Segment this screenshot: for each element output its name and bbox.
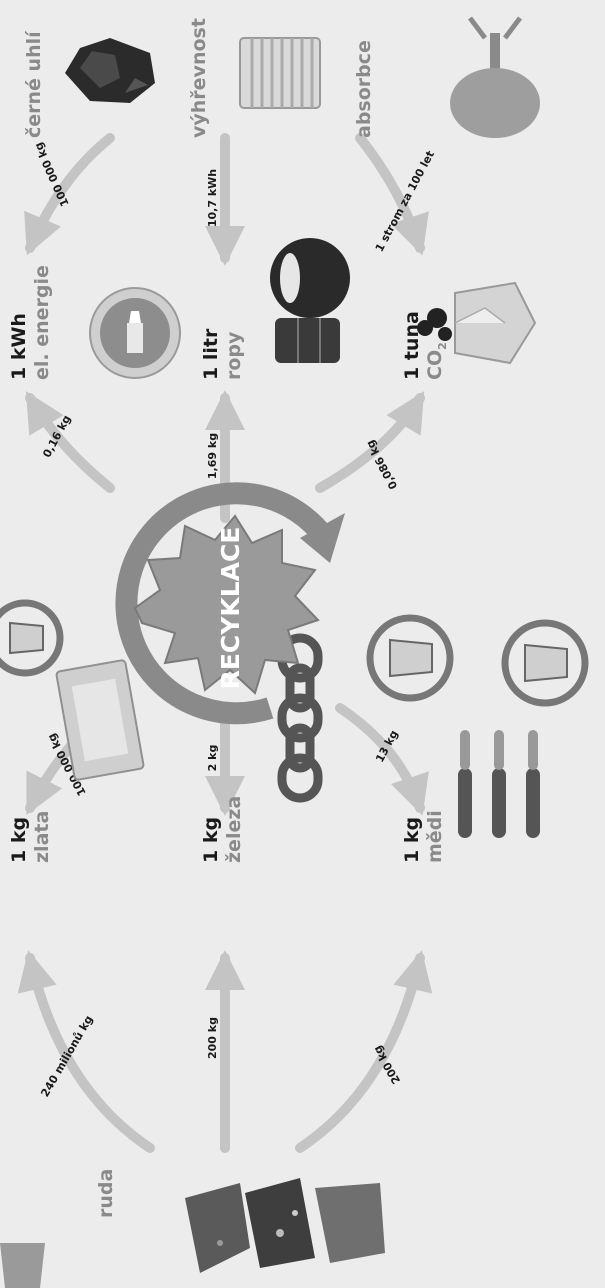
coal-icon <box>65 38 155 103</box>
oil-name: ropy <box>223 331 245 380</box>
flow-heat-to-oil: 10,7 kWh <box>206 169 219 227</box>
gold-amount: 1 kg <box>8 817 30 863</box>
lightbulb-icon <box>90 288 180 378</box>
rotated-layout: 100 000 kg 10,7 kWh 1 strom za 100 let 0… <box>0 18 585 1288</box>
paper-bin-icon <box>505 623 585 703</box>
glass-bin-icon <box>370 618 450 698</box>
radiator-icon <box>240 38 320 108</box>
arrow-ore-to-gold <box>30 958 150 1148</box>
tree-icon <box>450 18 540 138</box>
flow-recycle-to-iron: 2 kg <box>206 745 219 772</box>
source-coal: černé uhlí <box>23 30 45 138</box>
arrow-ore-to-copper <box>300 958 420 1148</box>
oil-barrel-icon <box>270 238 350 363</box>
co2-amount: 1 tuna <box>401 311 423 380</box>
center-label: RECYKLACE <box>216 527 245 690</box>
copper-name: mědi <box>424 810 446 863</box>
oil-amount: 1 litr <box>200 328 222 380</box>
co2-name: CO2 <box>424 342 449 380</box>
energy-name: el. energie <box>31 265 53 380</box>
source-absorption: absorbce <box>353 40 375 138</box>
energy-amount: 1 kWh <box>8 313 30 380</box>
metal-bin-icon <box>0 603 60 673</box>
co2-subscript: 2 <box>436 342 449 350</box>
source-ore: ruda <box>95 1169 117 1218</box>
side-panel-icon <box>0 1243 45 1288</box>
arrow-recycle-to-energy <box>30 398 110 488</box>
copper-wire-icon <box>458 730 540 838</box>
iron-name: železa <box>223 796 245 863</box>
co2-name-text: CO <box>424 350 446 380</box>
copper-amount: 1 kg <box>401 817 423 863</box>
gold-name: zlata <box>31 811 53 863</box>
flow-recycle-to-oil: 1,69 kg <box>206 433 219 479</box>
source-heat: výhřevnost <box>188 18 210 138</box>
flow-ore-to-iron: 200 kg <box>206 1017 219 1059</box>
iron-amount: 1 kg <box>200 817 222 863</box>
ore-rocks-icon <box>185 1178 385 1273</box>
